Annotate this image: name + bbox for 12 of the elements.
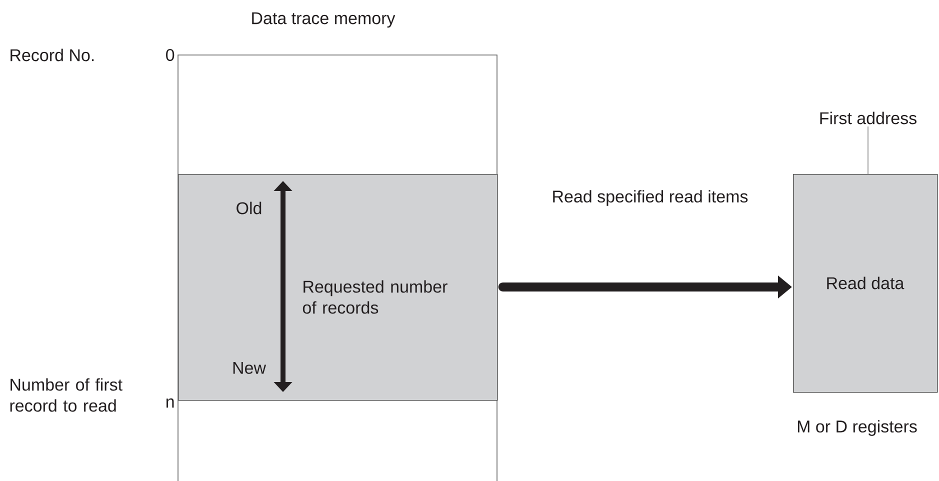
heading: Data trace memory xyxy=(252,12,396,28)
register-box: Read data xyxy=(793,174,938,393)
axis-label: Number of first record to read xyxy=(10,378,122,412)
record-number: n xyxy=(166,398,174,408)
axis-label: Record No. xyxy=(10,48,94,62)
register-label: M or D registers xyxy=(798,420,917,436)
end-label: Old xyxy=(236,202,262,214)
end-label: New xyxy=(233,362,266,374)
record-number: 0 xyxy=(166,48,174,62)
edge-label: Read specified read items xyxy=(553,190,748,206)
band-label: Requested number of records xyxy=(302,280,448,314)
callout-text: First address xyxy=(820,112,916,124)
